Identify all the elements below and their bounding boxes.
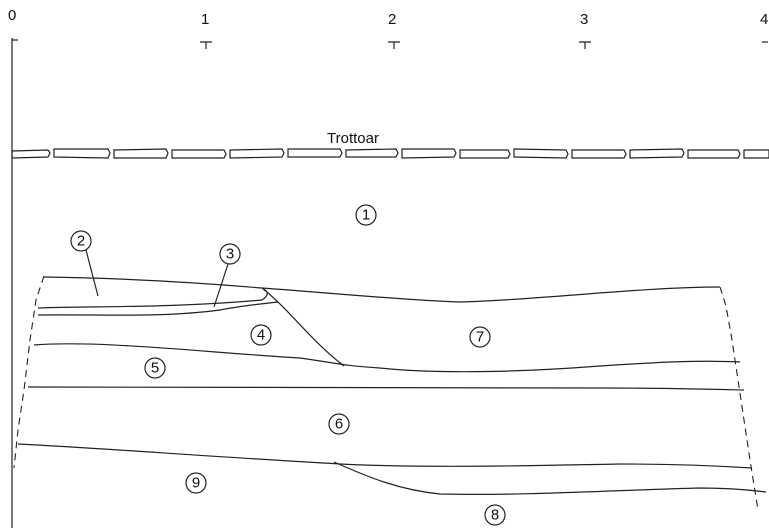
boundary-layer4-base (33, 343, 741, 373)
layer-marker-2: 2 (70, 230, 92, 252)
tick-2 (388, 41, 400, 49)
scale-label-0: 0 (8, 7, 16, 24)
layer-boundaries (17, 276, 767, 495)
layer-marker-6: 6 (328, 413, 350, 435)
layer-marker-5: 5 (144, 357, 166, 379)
layer-label-8: 8 (491, 507, 499, 524)
scale-label-4: 4 (760, 11, 768, 28)
layer-marker-3: 3 (219, 243, 241, 265)
boundary-layer8-top (333, 461, 767, 495)
layer-label-6: 6 (335, 416, 343, 433)
layer-label-3: 3 (226, 246, 234, 263)
tick-3 (579, 41, 591, 49)
leader-line-2 (85, 249, 99, 297)
scale-label-1: 1 (201, 11, 209, 28)
layer-label-9: 9 (192, 475, 200, 492)
left-dashed-boundary (13, 275, 45, 469)
layer-marker-9: 9 (185, 472, 207, 494)
boundary-layer2-base (37, 287, 268, 309)
right-dashed-boundary (719, 286, 759, 511)
boundary-top (43, 276, 721, 303)
scale-label-2: 2 (388, 11, 396, 28)
layer-marker-1: 1 (355, 204, 377, 226)
sidewalk-curb (11, 148, 769, 159)
boundary-layer5-base (27, 385, 745, 391)
sidewalk-label: Trottoar (327, 130, 379, 147)
tick-1 (200, 41, 212, 49)
layer-label-5: 5 (151, 360, 159, 377)
layer-markers: 1 2 3 4 5 6 7 8 (70, 204, 506, 526)
layer-label-2: 2 (77, 233, 85, 250)
leader-line-3 (213, 263, 229, 308)
layer-label-7: 7 (476, 329, 484, 346)
boundary-layer4-7 (261, 287, 345, 367)
layer-marker-8: 8 (484, 504, 506, 526)
scale-bar: 0 1 2 3 4 (8, 7, 768, 49)
boundary-layer6-base (17, 443, 753, 469)
layer-label-1: 1 (362, 207, 370, 224)
layer-marker-7: 7 (469, 326, 491, 348)
boundary-layer3-base (37, 301, 279, 316)
scale-label-3: 3 (580, 11, 588, 28)
layer-marker-4: 4 (250, 324, 272, 346)
layer-label-4: 4 (257, 327, 265, 344)
